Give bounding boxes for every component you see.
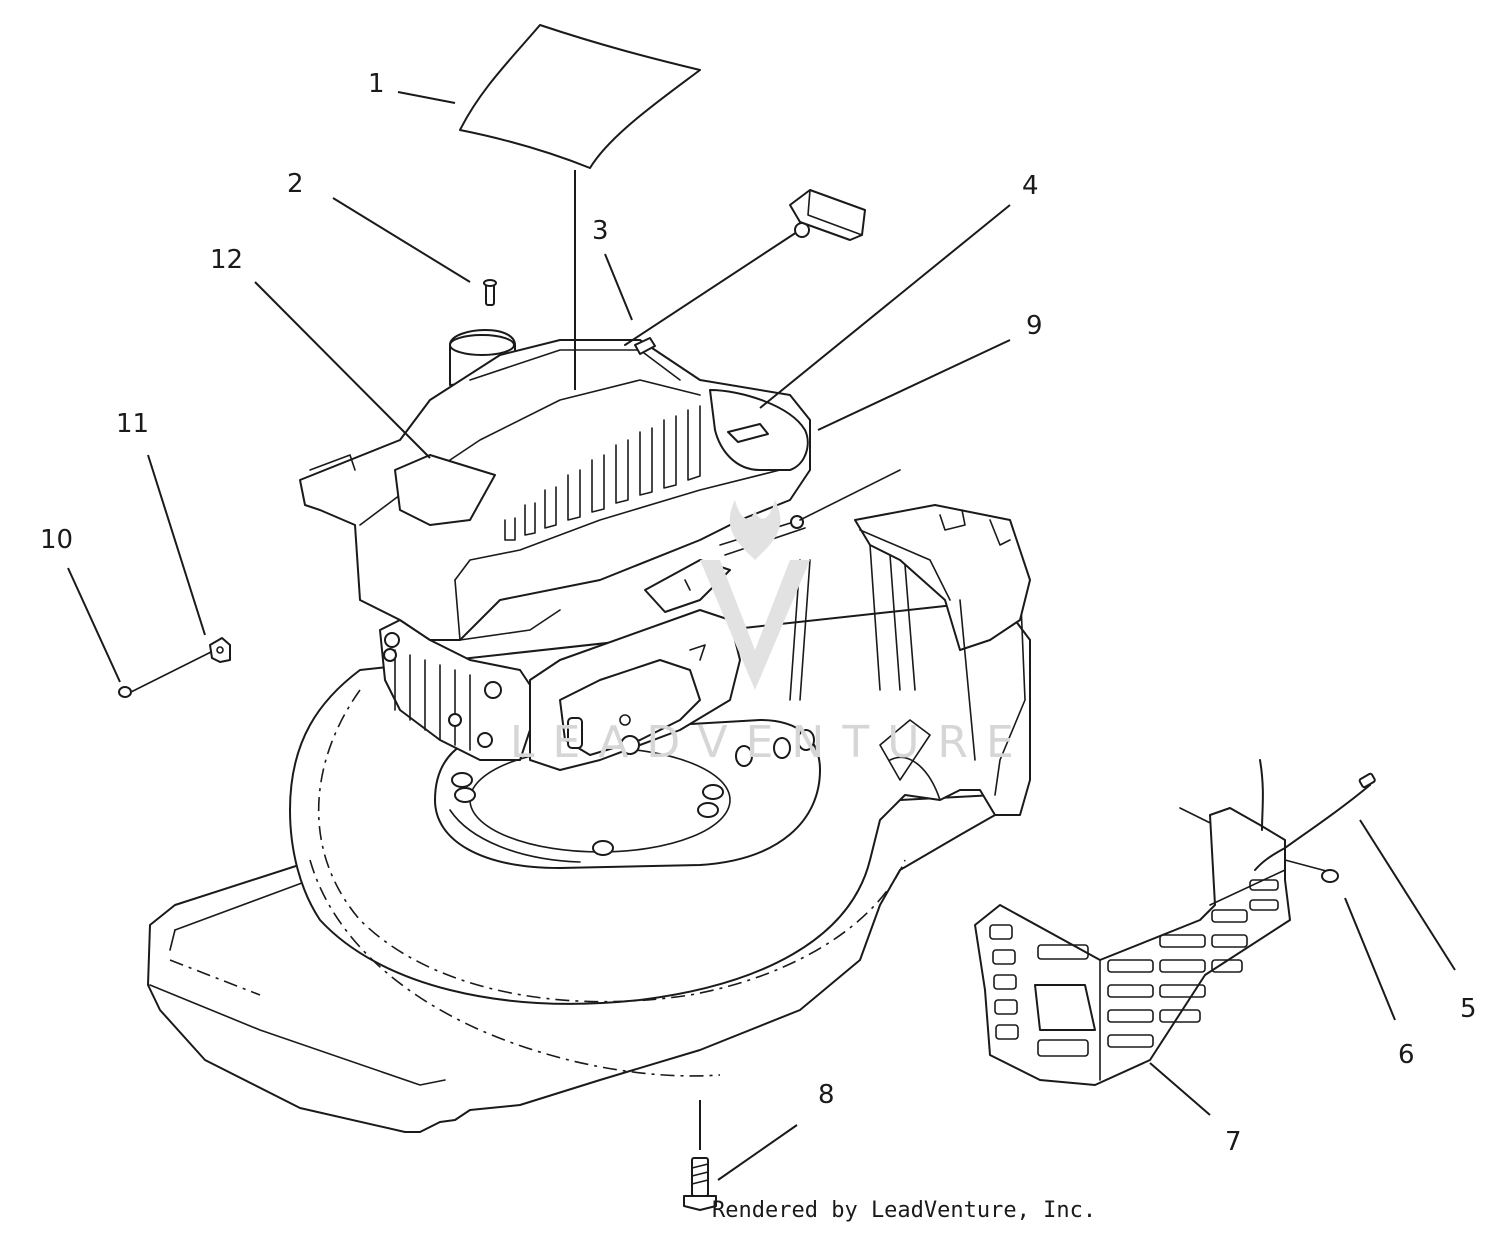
callout-12: 12 [210,245,243,275]
part-8-bolt [683,1100,717,1211]
callout-11: 11 [116,409,149,439]
callout-4: 4 [1022,171,1039,201]
callout-1: 1 [368,69,385,99]
part-3-starter-rope [624,189,866,355]
part-6-screw [1321,869,1339,883]
part-7-rear-guard [974,807,1331,1086]
callout-6: 6 [1398,1040,1415,1070]
part-1-decal [459,24,701,390]
engine [299,329,901,771]
callout-5: 5 [1460,994,1477,1024]
callout-10: 10 [40,525,73,555]
watermark-text: LEADVENTURE [510,717,1032,768]
part-11-clip [209,637,231,663]
part-10-screw [118,649,216,698]
watermark: LEADVENTURE [510,500,1032,768]
callout-9: 9 [1026,311,1043,341]
callout-numbers: 1 2 3 4 5 6 7 8 9 10 11 12 [40,69,1477,1157]
callout-2: 2 [287,169,304,199]
render-credit: Rendered by LeadVenture, Inc. [712,1198,1097,1223]
callout-8: 8 [818,1080,835,1110]
callout-3: 3 [592,216,609,246]
callout-7: 7 [1225,1127,1242,1157]
mower-deck [147,504,1031,1133]
callout-leaders [67,91,1456,1181]
part-2-screw [483,279,497,306]
part-5-cable [1254,759,1376,871]
